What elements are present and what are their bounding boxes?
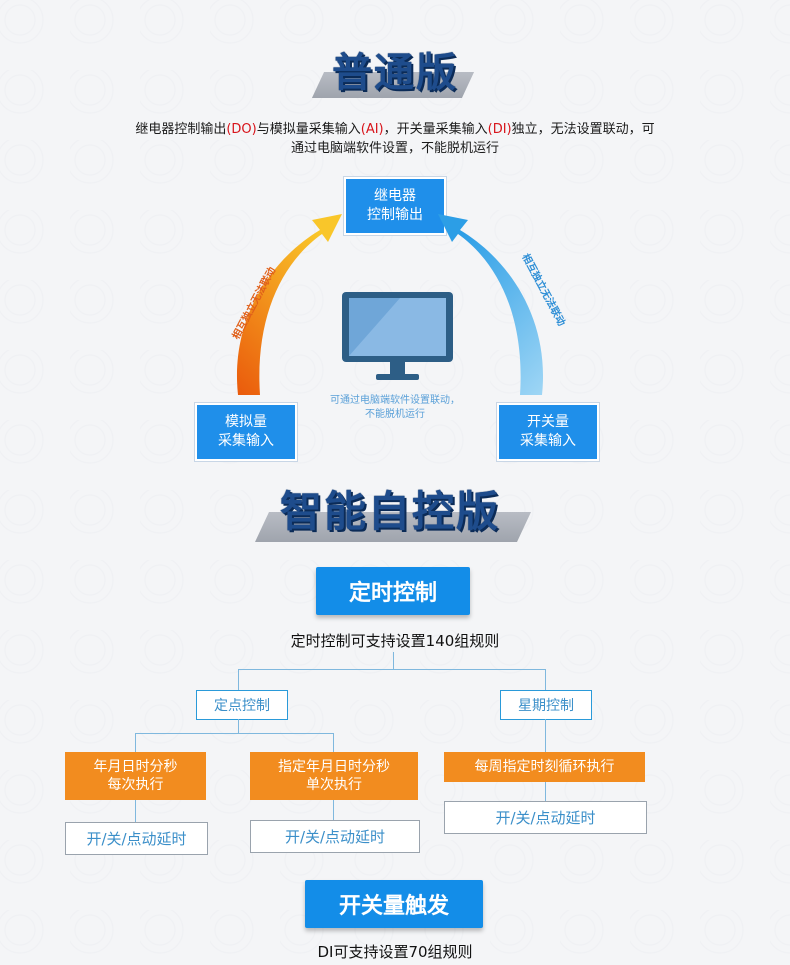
switch-trigger-title: 开关量触发 [305, 880, 483, 928]
connector [238, 719, 239, 734]
connector [135, 733, 333, 734]
connector [333, 733, 334, 752]
connector [135, 733, 136, 752]
left-arrow [236, 214, 342, 395]
week-control-box: 星期控制 [500, 690, 592, 720]
weekly-box: 每周指定时刻循环执行 [444, 752, 645, 782]
section2-title: 智能自控版 [280, 487, 501, 536]
connector [545, 719, 546, 752]
right-arrow [438, 214, 544, 395]
connector [333, 800, 334, 820]
cycle-arrows: 相互独立无法联动 相互独立无法联动 [229, 214, 568, 395]
switch-input-box: 开关量 采集输入 [497, 403, 599, 461]
section1-title: 普通版 [332, 50, 458, 96]
action-box-3: 开/关/点动延时 [444, 801, 647, 834]
action-box-1: 开/关/点动延时 [65, 822, 208, 855]
connector [545, 669, 546, 690]
connector [393, 652, 394, 670]
monitor-icon [342, 292, 453, 380]
section1-description: 继电器控制输出(DO)与模拟量采集输入(AI)，开关量采集输入(DI)独立，无法… [135, 122, 655, 156]
center-note: 可通过电脑端软件设置联动， 不能脱机运行 [330, 395, 460, 420]
point-control-box: 定点控制 [196, 690, 288, 720]
connector [135, 800, 136, 822]
switch-trigger-subtitle: DI可支持设置70组规则 [317, 943, 473, 961]
every-time-box: 年月日时分秒 每次执行 [65, 752, 206, 800]
connector [545, 782, 546, 802]
timer-control-title: 定时控制 [316, 567, 470, 615]
single-time-box: 指定年月日时分秒 单次执行 [250, 752, 418, 800]
action-box-2: 开/关/点动延时 [250, 820, 420, 853]
timer-subtitle: 定时控制可支持设置140组规则 [290, 632, 500, 650]
connector [238, 669, 546, 670]
relay-output-box: 继电器 控制输出 [344, 177, 446, 235]
connector [238, 669, 239, 690]
analog-input-box: 模拟量 采集输入 [195, 403, 297, 461]
